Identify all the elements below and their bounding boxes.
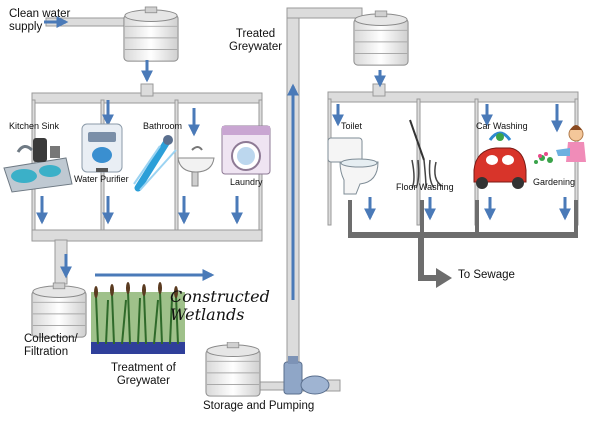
- kitchen-sink-icon: [3, 138, 73, 193]
- flow-arrows: [36, 16, 571, 300]
- washing-machine-icon: [221, 125, 271, 175]
- collection-filtration-line1: Collection/: [24, 333, 78, 345]
- bathroom-label: Bathroom: [143, 121, 183, 131]
- clean-water-supply-label: Clean water supply: [9, 8, 70, 34]
- constructed-wetlands-label: Constructed Wetlands: [170, 288, 270, 323]
- collection-filtration-label: Collection/ Filtration: [24, 333, 78, 359]
- constructed-wetlands-line2: Wetlands: [170, 304, 245, 324]
- treated-greywater-line2: Greywater: [229, 41, 283, 54]
- gardening-icon: [534, 125, 586, 164]
- car-washing-icon: [473, 131, 527, 189]
- treatment-of-greywater-line2: Greywater: [116, 375, 170, 388]
- wetlands-icon: [91, 282, 185, 354]
- car-washing-label: Car Washing: [476, 121, 528, 131]
- water-purifier-icon: [81, 123, 123, 173]
- collection-tank-icon: [31, 282, 87, 338]
- clean-water-supply-line2: supply: [9, 21, 43, 34]
- collection-filtration-line2: Filtration: [24, 346, 69, 359]
- water-purifier-label: Water Purifier: [74, 174, 129, 184]
- mop-icon: [409, 119, 443, 189]
- treated-greywater-label: Treated Greywater: [229, 28, 282, 54]
- kitchen-sink-label: Kitchen Sink: [9, 121, 60, 131]
- storage-and-pumping-label: Storage and Pumping: [203, 400, 315, 412]
- storage-tank-icon: [205, 342, 261, 397]
- pump-icon: [283, 356, 330, 395]
- toilet-label: Toilet: [341, 121, 363, 131]
- shower-icon: [133, 135, 177, 192]
- treated-greywater-tank-icon: [353, 10, 409, 66]
- treatment-of-greywater-label: Treatment of Greywater: [111, 362, 176, 388]
- treated-greywater-line1: Treated: [235, 28, 276, 40]
- gardening-label: Gardening: [533, 177, 576, 187]
- clean-water-tank-icon: [123, 6, 179, 62]
- floor-washing-label: Floor Washing: [396, 182, 454, 192]
- wash-basin-icon: [177, 146, 215, 187]
- sewage-pipes: [348, 200, 578, 288]
- clean-water-supply-line1: Clean water: [9, 8, 71, 20]
- constructed-wetlands-line1: Constructed: [170, 287, 270, 306]
- treatment-of-greywater-line1: Treatment of: [111, 362, 176, 374]
- to-sewage-label: To Sewage: [458, 269, 515, 281]
- laundry-label: Laundry: [230, 177, 263, 187]
- toilet-icon: [327, 137, 379, 195]
